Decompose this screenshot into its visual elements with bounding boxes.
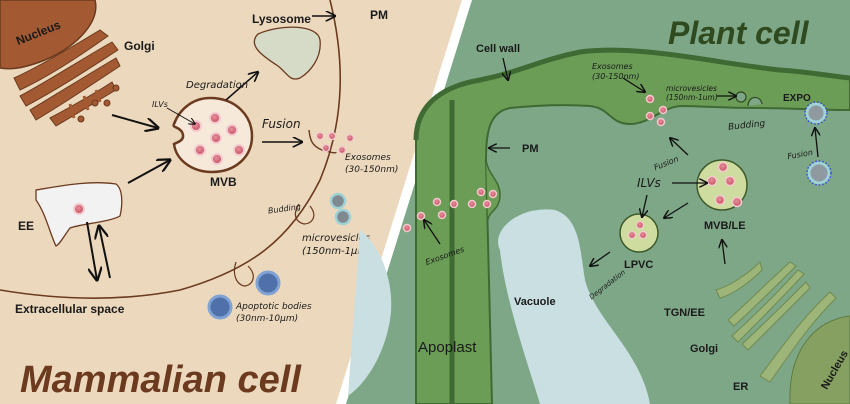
- ee-vesicle: [73, 203, 85, 215]
- label-fusion-right: Fusion: [787, 148, 814, 161]
- apoptotic-bodies: [207, 270, 281, 320]
- label-mvb-le: MVB/LE: [704, 220, 746, 232]
- lysosome-organelle: [253, 26, 321, 80]
- label-apoptotic-size: (30nm-10μm): [236, 314, 298, 324]
- label-expo: EXPO: [783, 93, 811, 104]
- label-lpvc: LPVC: [624, 259, 653, 271]
- label-er: ER: [733, 381, 748, 393]
- label-plant-microvesicles-size: (150nm-1um): [666, 93, 718, 102]
- label-plant-pm: PM: [522, 143, 539, 155]
- plant-panel: Plant cell Cell wall Exosomes (30-150nm)…: [346, 0, 850, 404]
- plant-er: [759, 291, 837, 383]
- label-ee: EE: [18, 219, 34, 233]
- mammalian-arrows: [86, 16, 335, 280]
- vacuole-neighbor: [348, 230, 392, 396]
- label-lysosome: Lysosome: [252, 12, 311, 26]
- vacuole: [498, 209, 650, 404]
- expo-vesicles: [804, 101, 832, 186]
- label-fusion: Fusion: [262, 117, 301, 131]
- label-microvesicles: microvesicles: [302, 233, 370, 244]
- label-plant-microvesicles: microvesicles: [666, 84, 717, 93]
- exosome-vesicles: [315, 131, 355, 155]
- label-apoptotic-bodies: Apoptotic bodies: [235, 302, 312, 312]
- plant-exosome-vesicles: [402, 94, 668, 233]
- label-plant-ilvs: ILVs: [637, 176, 661, 190]
- label-apoplast: Apoplast: [418, 339, 477, 356]
- label-ilvs: ILVs: [152, 100, 168, 109]
- mvb-organelle: [172, 96, 254, 174]
- label-cell-wall: Cell wall: [476, 43, 520, 55]
- label-degradation: Degradation: [186, 80, 248, 91]
- plasma-membrane: [0, 0, 342, 300]
- plant-title: Plant cell: [668, 15, 810, 51]
- plant-microvesicle: [735, 91, 747, 103]
- label-extracellular-space: Extracellular space: [15, 302, 125, 316]
- nucleus-organelle: [0, 0, 97, 70]
- mammalian-panel: Nucleus Golgi Lysosome PM Degradation IL…: [0, 0, 462, 404]
- label-pm: PM: [370, 8, 388, 22]
- label-plant-exosomes-size: (30-150nm): [592, 72, 639, 81]
- label-exosomes-size: (30-150nm): [345, 165, 398, 175]
- label-exosomes: Exosomes: [345, 153, 391, 163]
- plant-golgi: [715, 261, 811, 351]
- plant-budding: [747, 96, 763, 107]
- plant-arrows: [424, 57, 818, 266]
- label-mvb: MVB: [210, 175, 237, 189]
- mammalian-background: [0, 0, 462, 404]
- label-plant-budding: Budding: [728, 119, 766, 133]
- microvesicles: [329, 192, 352, 226]
- label-plant-exosomes: Exosomes: [592, 62, 633, 71]
- label-microvesicles-size: (150nm-1μm): [302, 246, 371, 257]
- label-golgi: Golgi: [124, 39, 155, 53]
- label-vacuole: Vacuole: [514, 296, 556, 308]
- mammalian-title: Mammalian cell: [20, 359, 302, 401]
- plant-lpvc: [619, 213, 659, 253]
- budding-membrane: [294, 203, 315, 225]
- plant-mvb-le: [696, 159, 748, 211]
- golgi-organelle: [13, 29, 121, 127]
- label-tgn-ee: TGN/EE: [664, 307, 705, 319]
- label-plant-golgi: Golgi: [690, 343, 718, 355]
